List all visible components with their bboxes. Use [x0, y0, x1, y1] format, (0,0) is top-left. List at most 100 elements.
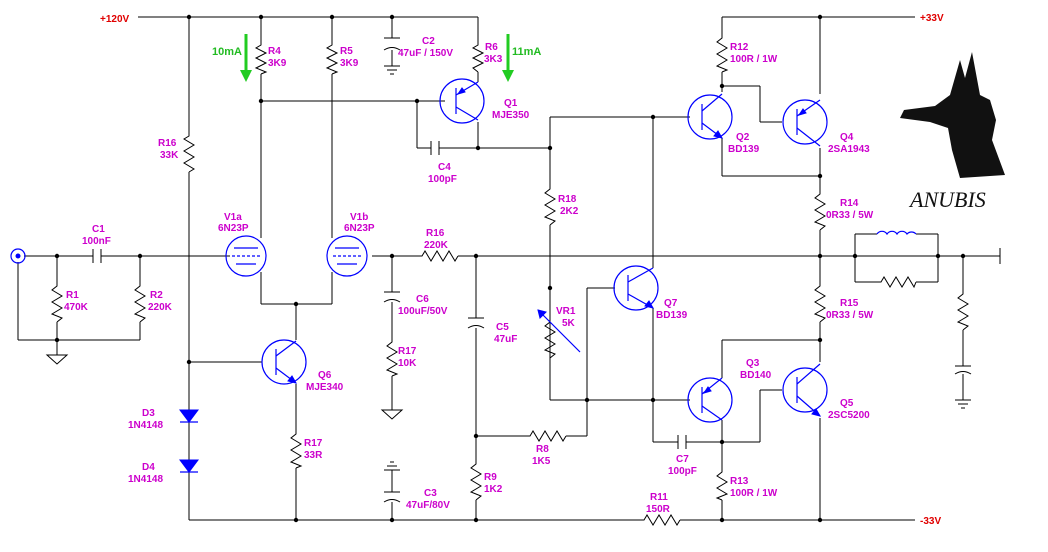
vr1-value: 5K — [562, 318, 576, 329]
c5-ref: C5 — [496, 322, 509, 333]
v1a-ref: V1a — [224, 212, 242, 223]
r12-ref: R12 — [730, 42, 749, 53]
c5-value: 47uF — [494, 334, 517, 345]
q5-value: 2SC5200 — [828, 410, 870, 421]
rail-neg-label: -33V — [920, 516, 941, 527]
q2-ref: Q2 — [736, 132, 750, 143]
d4-value: 1N4148 — [128, 474, 163, 485]
r11-value: 150R — [646, 504, 671, 515]
r4-ref: R4 — [268, 46, 281, 57]
r17b-value: 33R — [304, 450, 323, 461]
capacitor-symbols — [92, 37, 972, 503]
c4-value: 100pF — [428, 174, 457, 185]
tube-v1a-icon — [225, 235, 267, 277]
r16b-value: 220K — [424, 240, 449, 251]
q3-value: BD140 — [740, 370, 772, 381]
r16b-ref: R16 — [426, 228, 445, 239]
current-arrow-right-icon — [502, 34, 514, 82]
r2-ref: R2 — [150, 290, 163, 301]
r14-ref: R14 — [840, 198, 859, 209]
c1-value: 100nF — [82, 236, 111, 247]
q7-ref: Q7 — [664, 298, 678, 309]
tube-v1b-icon — [326, 235, 368, 277]
r17a-value: 10K — [398, 358, 417, 369]
q5-ref: Q5 — [840, 398, 854, 409]
ground-symbols — [45, 65, 971, 471]
inductor-symbol — [876, 230, 917, 236]
part-labels: R4 3K9 R5 3K9 C2 47uF / 150V R6 3K3 Q1 M… — [64, 36, 874, 515]
r17a-ref: R17 — [398, 346, 417, 357]
vr1-wiper-arrow — [537, 288, 581, 400]
current-arrow-left-icon — [240, 34, 252, 82]
c6-value: 100uF/50V — [398, 306, 448, 317]
r11-ref: R11 — [650, 492, 668, 503]
q7-value: BD139 — [656, 310, 688, 321]
brand-title: ANUBIS — [908, 187, 986, 212]
c2-value: 47uF / 150V — [398, 48, 453, 59]
c2-ref: C2 — [422, 36, 435, 47]
q1-ref: Q1 — [504, 98, 518, 109]
v1b-ref: V1b — [350, 212, 368, 223]
r13-value: 100R / 1W — [730, 488, 778, 499]
vr1-ref: VR1 — [556, 306, 576, 317]
transistor-q6-icon — [261, 339, 307, 385]
r1-ref: R1 — [66, 290, 79, 301]
c3-value: 47uF/80V — [406, 500, 450, 511]
q1-value: MJE350 — [492, 110, 530, 121]
transistor-q7-icon — [613, 265, 659, 311]
transistor-q5-icon — [782, 363, 828, 417]
r18-ref: R18 — [558, 194, 577, 205]
v1b-value: 6N23P — [344, 223, 375, 234]
r16a-ref: R16 — [158, 138, 177, 149]
d4-ref: D4 — [142, 462, 155, 473]
transistor-q2-icon — [687, 93, 733, 140]
r18-value: 2K2 — [560, 206, 579, 217]
r13-ref: R13 — [730, 476, 749, 487]
rail-labels: +120V +33V -33V — [100, 13, 944, 527]
r15-value: 0R33 / 5W — [826, 310, 874, 321]
v1a-value: 6N23P — [218, 223, 249, 234]
c1-ref: C1 — [92, 224, 105, 235]
current-left-label: 10mA — [212, 46, 242, 58]
q3-ref: Q3 — [746, 358, 760, 369]
input-jack-icon — [10, 248, 26, 264]
c7-value: 100pF — [668, 466, 697, 477]
transistor-q3-icon — [687, 377, 733, 423]
transistor-q1-icon — [439, 78, 485, 124]
r6-ref: R6 — [485, 42, 498, 53]
d3-ref: D3 — [142, 408, 155, 419]
r6-value: 3K3 — [484, 54, 503, 65]
c7-ref: C7 — [676, 454, 689, 465]
c3-ref: C3 — [424, 488, 437, 499]
diode-symbols — [179, 409, 199, 478]
r8-ref: R8 — [536, 444, 549, 455]
r5-value: 3K9 — [340, 58, 359, 69]
q6-ref: Q6 — [318, 370, 332, 381]
r8-value: 1K5 — [532, 456, 551, 467]
q4-value: 2SA1943 — [828, 144, 870, 155]
q6-value: MJE340 — [306, 382, 344, 393]
rail-pos-hv-label: +120V — [100, 14, 130, 25]
transistor-q4-icon — [782, 99, 828, 147]
r12-value: 100R / 1W — [730, 54, 778, 65]
d3-value: 1N4148 — [128, 420, 163, 431]
r5-ref: R5 — [340, 46, 353, 57]
anubis-logo — [900, 52, 1005, 178]
junctions — [54, 14, 966, 523]
r9-value: 1K2 — [484, 484, 503, 495]
r9-ref: R9 — [484, 472, 497, 483]
q4-ref: Q4 — [840, 132, 854, 143]
r15-ref: R15 — [840, 298, 859, 309]
rail-pos-label: +33V — [920, 13, 944, 24]
r14-value: 0R33 / 5W — [826, 210, 874, 221]
r2-value: 220K — [148, 302, 173, 313]
r16a-value: 33K — [160, 150, 179, 161]
c4-ref: C4 — [438, 162, 451, 173]
r17b-ref: R17 — [304, 438, 323, 449]
q2-value: BD139 — [728, 144, 760, 155]
r4-value: 3K9 — [268, 58, 287, 69]
r1-value: 470K — [64, 302, 89, 313]
wiring — [17, 16, 1001, 521]
current-right-label: 11mA — [512, 46, 541, 58]
